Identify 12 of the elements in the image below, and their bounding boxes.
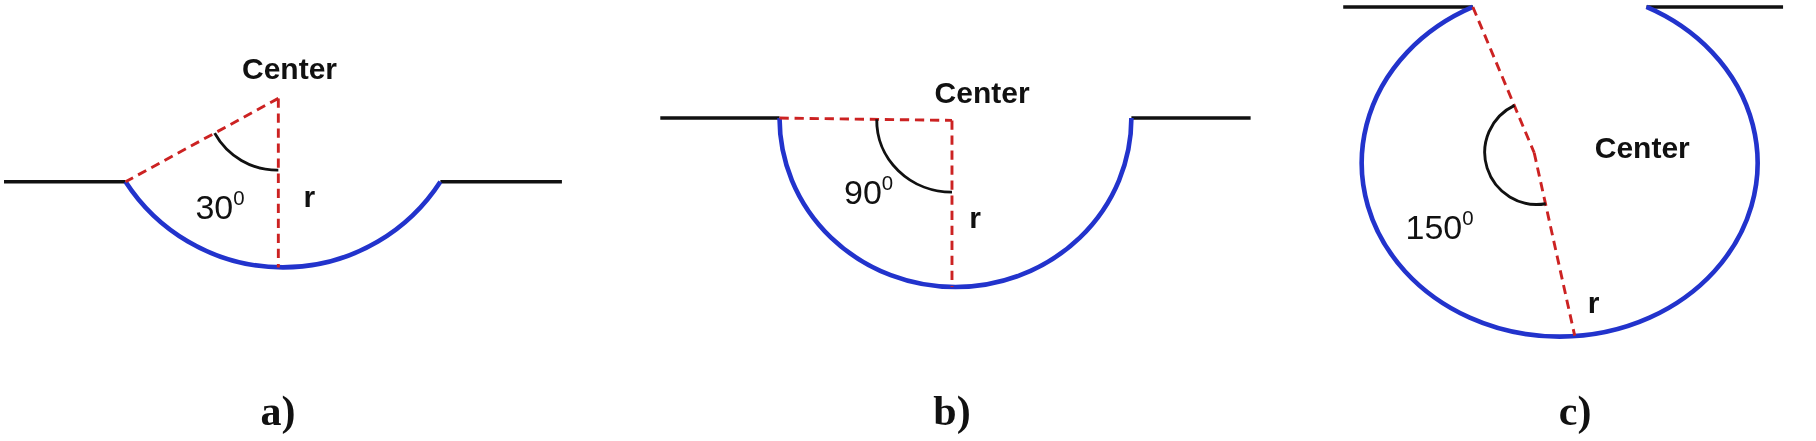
angle-label: 90$^{0}$ bbox=[844, 172, 894, 210]
dimension-label: Center bbox=[934, 77, 1030, 108]
panel-label: c) bbox=[1558, 390, 1592, 433]
panel-label: b) bbox=[933, 390, 971, 433]
angle-label: 30$^{0}$ bbox=[195, 188, 245, 225]
panel-label: a) bbox=[260, 390, 296, 433]
dimension-label: r bbox=[1587, 288, 1600, 319]
angle-label: 150$^{0}$ bbox=[1405, 207, 1474, 244]
dimension-label: r bbox=[303, 181, 316, 212]
dimension-label: Center bbox=[242, 54, 338, 85]
dimension-label: Center bbox=[1594, 133, 1690, 164]
dimension-label: r bbox=[969, 202, 981, 233]
